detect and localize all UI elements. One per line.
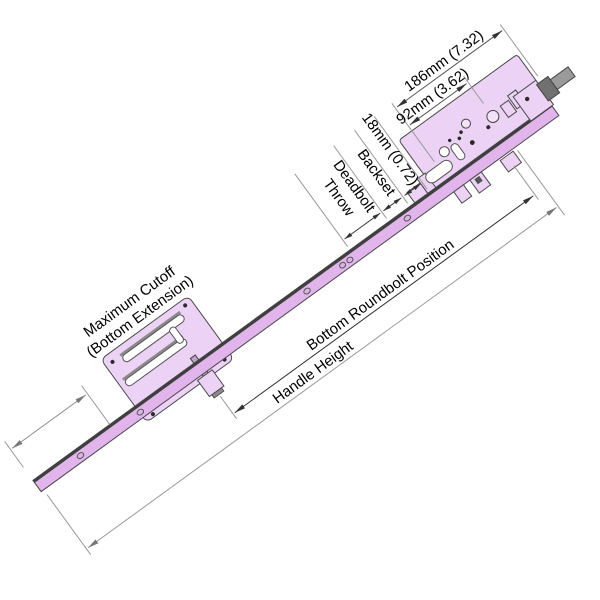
ext-top-roundbolt	[499, 24, 539, 77]
ext-rail-tip-lower	[46, 494, 91, 555]
shootbolt-rod	[549, 66, 576, 91]
dim-maximum-cutoff	[11, 394, 87, 449]
ext-18mm	[373, 115, 428, 190]
dim-backset	[383, 197, 402, 212]
rail-body	[32, 103, 560, 493]
faceplate-rail	[32, 103, 560, 493]
ext-rail-tip-upper	[4, 441, 24, 468]
latch-detail	[474, 175, 483, 185]
euro-cylinder-circle	[438, 146, 450, 158]
gearbox-detail-block	[499, 99, 518, 119]
screw-dot	[459, 130, 463, 134]
ext-bottom-roundbolt	[513, 165, 539, 200]
screw-dot	[469, 140, 475, 145]
gearbox-slot	[450, 143, 466, 161]
dimension-lines	[11, 30, 557, 549]
ext-backset	[354, 130, 408, 204]
euro-cylinder-slot	[425, 159, 453, 184]
gearbox-underside-parts	[453, 150, 523, 204]
screw-dot	[457, 136, 462, 141]
dim-deadbolt-throw	[344, 212, 381, 240]
top-shootbolt	[512, 66, 576, 122]
screw-dot	[524, 96, 530, 102]
label-bottom-roundbolt-position: Bottom Roundbolt Position	[304, 236, 458, 354]
ext-spindle-lower	[517, 150, 566, 216]
ext-cylinder-upper	[391, 103, 435, 162]
screw-dot	[448, 138, 452, 143]
screw-dot	[486, 125, 491, 130]
ext-bottom-shootbolt	[219, 395, 238, 420]
rail-screw	[76, 452, 85, 460]
ext-max-cutoff	[81, 385, 111, 425]
dim-handle-height	[87, 207, 557, 549]
rotated-drawing: Maximum Cutoff (Bottom Extension) Bottom…	[4, 24, 576, 555]
dim-186mm	[396, 30, 503, 108]
spindle-hub	[486, 109, 500, 123]
rail-top-edge	[32, 104, 553, 483]
dim-18mm	[404, 183, 421, 196]
